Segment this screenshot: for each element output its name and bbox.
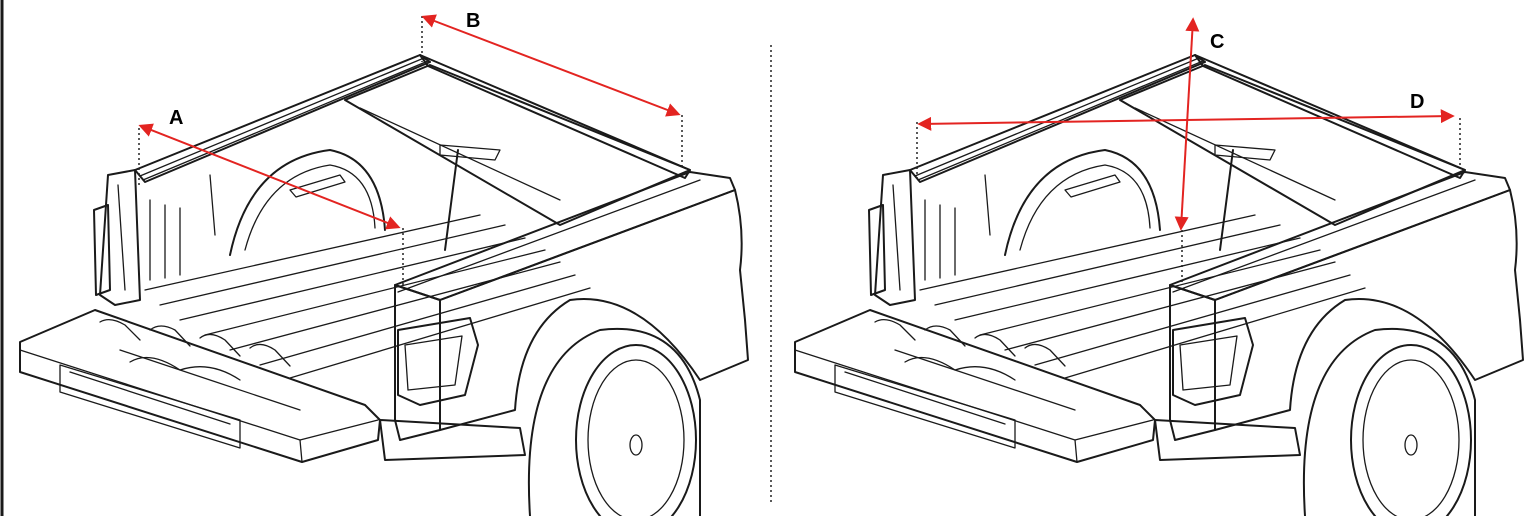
reference-lines-right <box>916 118 1461 282</box>
label-c: C <box>1210 31 1224 53</box>
reference-lines-left <box>138 16 683 286</box>
measurement-arrow-c <box>1174 17 1200 231</box>
truck-bed-left-drawing <box>19 54 749 516</box>
label-b: B <box>466 10 480 32</box>
label-d: D <box>1410 91 1424 113</box>
measurement-arrow-b <box>421 14 681 117</box>
truck-bed-right-drawing <box>794 54 1524 516</box>
measurement-arrow-d <box>917 109 1455 131</box>
measurement-arrow-a <box>138 123 401 230</box>
label-a: A <box>169 107 183 129</box>
